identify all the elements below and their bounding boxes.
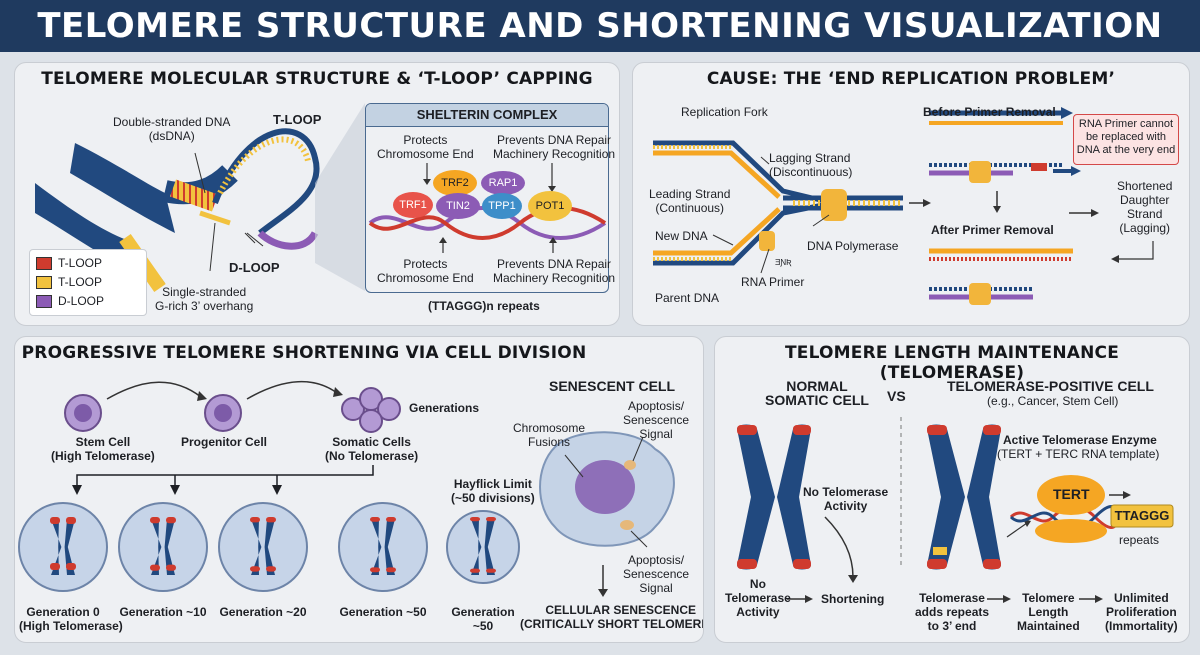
protein-label-trf2: TRF2 bbox=[441, 177, 469, 189]
rap1-protein bbox=[481, 171, 525, 195]
legend-item: T-LOOP bbox=[36, 254, 140, 273]
flow-step-3: Unlimited Proliferation (Immortality) bbox=[1105, 591, 1178, 633]
tert-enzyme bbox=[1037, 475, 1105, 515]
shelterin-bottom-left: Protects Chromosome End bbox=[377, 257, 474, 285]
shortening-label: Shortening bbox=[821, 592, 885, 606]
d-loop-label: D-LOOP bbox=[229, 260, 280, 275]
legend-item: T-LOOP bbox=[36, 273, 140, 292]
protein-label-tpp1: TPP1 bbox=[488, 200, 516, 212]
tin2-protein bbox=[436, 193, 480, 219]
generations-label: Generations bbox=[409, 401, 480, 415]
legend-swatch-yellow bbox=[36, 276, 52, 289]
positive-cell-label: TELOMERASE-POSITIVE CELL bbox=[947, 378, 1154, 394]
senescence-label: CELLULAR SENESCENCE (CRITICALLY SHORT TE… bbox=[520, 603, 703, 631]
protein-label-trf1: TRF1 bbox=[399, 199, 427, 211]
d-loop-strand bbox=[257, 230, 319, 250]
shortened-label: Shortened Daughter Strand (Lagging) bbox=[1117, 179, 1173, 235]
dna-polymerase bbox=[821, 189, 847, 221]
small-marker: ƎƝƦ bbox=[775, 258, 792, 267]
protein-label-rap1: RAP1 bbox=[488, 177, 518, 189]
maintenance-title: TELOMERE LENGTH MAINTENANCE (TELOMERASE) bbox=[784, 343, 1120, 383]
generation-cell bbox=[118, 502, 208, 592]
structure-legend: T-LOOP T-LOOP D-LOOP bbox=[29, 249, 147, 316]
maintenance-panel: TELOMERE LENGTH MAINTENANCE (TELOMERASE) bbox=[714, 336, 1190, 643]
shelterin-top-left: Protects Chromosome End bbox=[377, 133, 474, 161]
new-dna-label: New DNA bbox=[655, 229, 708, 243]
generation-label: Generation ~50 bbox=[451, 605, 515, 633]
somatic-cell-cluster bbox=[341, 387, 401, 433]
legend-swatch-red bbox=[36, 257, 52, 270]
polymerase-label: DNA Polymerase bbox=[807, 239, 899, 253]
leading-label: Leading Strand (Continuous) bbox=[649, 187, 731, 215]
t-loop-strand bbox=[212, 128, 320, 236]
apoptosis-label-top: Apoptosis/ Senescence Signal bbox=[623, 399, 690, 441]
vs-label: VS bbox=[887, 388, 906, 404]
normal-chromosome bbox=[737, 424, 811, 570]
generation-cell bbox=[446, 510, 520, 584]
repeats-label-right: repeats bbox=[1119, 533, 1160, 547]
structure-title: TELOMERE MOLECULAR STRUCTURE & ‘T-LOOP’ … bbox=[41, 69, 593, 89]
primer-note-box: RNA Primer cannot be replaced with DNA a… bbox=[1073, 114, 1179, 165]
shelterin-bottom-right: Prevents DNA Repair Machinery Recognitio… bbox=[493, 257, 616, 285]
generation-cell bbox=[218, 502, 308, 592]
parent-dna-label: Parent DNA bbox=[655, 291, 720, 305]
trf2-protein bbox=[433, 170, 477, 196]
apoptosis-label-bottom: Apoptosis/ Senescence Signal bbox=[623, 553, 690, 595]
normal-cell-label: NORMAL SOMATIC CELL bbox=[765, 378, 869, 408]
dsdna-label: Double-stranded DNA (dsDNA) bbox=[113, 115, 231, 143]
pot1-protein bbox=[528, 191, 572, 221]
rna-primer-block bbox=[759, 231, 775, 251]
generation-label: Generation ~20 bbox=[219, 605, 307, 619]
t-loop-label: T-LOOP bbox=[273, 112, 322, 127]
rna-primer-label: RNA Primer bbox=[741, 275, 805, 289]
before-removal-label: Before Primer Removal bbox=[923, 105, 1056, 119]
no-activity-bottom: No Telomerase Activity bbox=[725, 577, 791, 619]
hayflick-label: Hayflick Limit (~50 divisions) bbox=[451, 477, 535, 505]
generation-cell bbox=[18, 502, 108, 592]
fork-label: Replication Fork bbox=[681, 105, 768, 119]
fusions-label: Chromosome Fusions bbox=[513, 421, 586, 449]
enzyme-label: Active Telomerase Enzyme bbox=[1003, 433, 1157, 447]
senescent-title: SENESCENT CELL bbox=[549, 378, 676, 394]
generation-cell bbox=[338, 502, 428, 592]
shortening-title: PROGRESSIVE TELOMERE SHORTENING VIA CELL… bbox=[21, 343, 587, 363]
end-replication-title: CAUSE: THE ‘END REPLICATION PROBLEM’ bbox=[706, 69, 1116, 89]
replication-fork-diagram bbox=[653, 107, 1154, 305]
telomerase-diagram bbox=[737, 417, 1174, 603]
tert-label: TERT bbox=[1053, 486, 1090, 502]
protein-label-pot1: POT1 bbox=[535, 200, 565, 212]
stem-cell-label: Stem Cell (High Telomerase) bbox=[51, 435, 155, 463]
generation-label: Generation ~50 bbox=[339, 605, 427, 619]
generation-label: Generation ~10 bbox=[119, 605, 207, 619]
legend-item: D-LOOP bbox=[36, 292, 140, 311]
flow-step-2: Telomere Length Maintained bbox=[1017, 591, 1080, 633]
cell-division-diagram bbox=[64, 380, 675, 597]
telomerase-chromosome bbox=[927, 424, 1001, 570]
shelterin-title: SHELTERIN COMPLEX bbox=[366, 104, 608, 127]
structure-panel: TELOMERE MOLECULAR STRUCTURE & ‘T-LOOP’ … bbox=[14, 62, 620, 326]
generation-label: Generation 0 (High Telomerase) bbox=[19, 605, 123, 633]
shelterin-box: SHELTERIN COMPLEX bbox=[365, 103, 609, 293]
overhang-label: Single-stranded G-rich 3’ overhang bbox=[155, 285, 254, 313]
end-replication-panel: CAUSE: THE ‘END REPLICATION PROBLEM’ bbox=[632, 62, 1190, 326]
repeats-label: (TTAGGG)n repeats bbox=[428, 299, 540, 313]
protein-label-tin2: TIN2 bbox=[446, 200, 470, 212]
page-title: TELOMERE STRUCTURE AND SHORTENING VISUAL… bbox=[37, 6, 1163, 46]
progenitor-label: Progenitor Cell bbox=[181, 435, 268, 449]
no-activity-label: No Telomerase Activity bbox=[803, 485, 889, 513]
enzyme-sub: (TERT + TERC RNA template) bbox=[997, 447, 1160, 461]
generation-cell-row bbox=[18, 502, 520, 592]
tpp1-protein bbox=[482, 193, 522, 219]
positive-cell-sub: (e.g., Cancer, Stem Cell) bbox=[987, 394, 1119, 408]
legend-swatch-purple bbox=[36, 295, 52, 308]
after-removal-label: After Primer Removal bbox=[931, 223, 1054, 237]
page-header: TELOMERE STRUCTURE AND SHORTENING VISUAL… bbox=[0, 0, 1200, 52]
shelterin-top-right: Prevents DNA Repair Machinery Recognitio… bbox=[493, 133, 616, 161]
lagging-label: Lagging Strand (Discontinuous) bbox=[769, 151, 853, 179]
somatic-label: Somatic Cells (No Telomerase) bbox=[325, 435, 419, 463]
trf1-protein bbox=[393, 192, 433, 218]
shortening-panel: PROGRESSIVE TELOMERE SHORTENING VIA CELL… bbox=[14, 336, 704, 643]
ttaggg-label: TTAGGG bbox=[1114, 508, 1170, 523]
flow-step-1: Telomerase adds repeats to 3’ end bbox=[915, 591, 990, 633]
